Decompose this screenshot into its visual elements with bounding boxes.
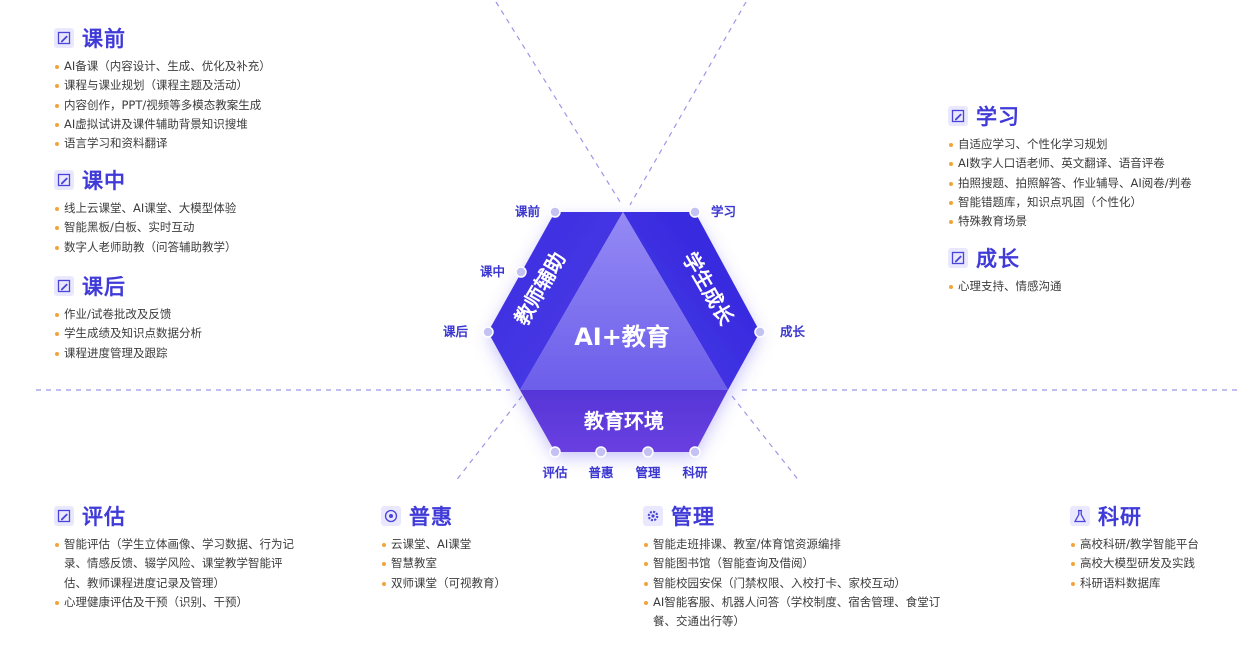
section-kq: 课前 AI备课（内容设计、生成、优化及补充） 课程与课业规划（课程主题及活动） … <box>54 25 271 153</box>
node-label-ky: 科研 <box>682 465 708 480</box>
list-item: 云课堂、AI课堂 <box>381 535 506 554</box>
list-item: 智能评估（学生立体画像、学习数据、行为记录、情感反馈、辍学风险、课堂教学智能评估… <box>54 535 304 593</box>
section-list: 自适应学习、个性化学习规划 AI数字人口语老师、英文翻译、语音评卷 拍照搜题、拍… <box>948 135 1192 231</box>
note-edit-icon <box>948 106 968 126</box>
center-triangle <box>520 212 728 390</box>
node-label-kz: 课中 <box>480 264 505 279</box>
list-item: 语言学习和资料翻译 <box>54 134 271 153</box>
node-label-kh: 课后 <box>443 324 469 339</box>
node-label-pg: 评估 <box>542 465 568 480</box>
note-edit-icon <box>54 506 74 526</box>
list-item: 高校大模型研发及实践 <box>1070 554 1199 573</box>
section-list: 高校科研/教学智能平台 高校大模型研发及实践 科研语料数据库 <box>1070 535 1199 593</box>
list-item: 学生成绩及知识点数据分析 <box>54 324 202 343</box>
node-dot-kq <box>549 206 561 218</box>
node-label-kq: 课前 <box>515 204 541 219</box>
list-item: 智能图书馆（智能查询及借阅） <box>643 554 953 573</box>
target-icon <box>381 506 401 526</box>
section-title: 评估 <box>82 505 126 529</box>
list-item: 智能黑板/白板、实时互动 <box>54 218 237 237</box>
section-title: 普惠 <box>409 505 453 529</box>
list-item: 数字人老师助教（问答辅助教学） <box>54 238 237 257</box>
section-title: 管理 <box>671 505 715 529</box>
note-edit-icon <box>54 276 74 296</box>
section-pg: 评估 智能评估（学生立体画像、学习数据、行为记录、情感反馈、辍学风险、课堂教学智… <box>54 503 304 612</box>
guide-top-left <box>495 1 623 206</box>
dashed-guides <box>36 1 1240 483</box>
list-item: AI数字人口语老师、英文翻译、语音评卷 <box>948 154 1192 173</box>
gear-icon <box>643 506 663 526</box>
note-edit-icon <box>54 170 74 190</box>
section-xx: 学习 自适应学习、个性化学习规划 AI数字人口语老师、英文翻译、语音评卷 拍照搜… <box>948 103 1192 231</box>
section-ph: 普惠 云课堂、AI课堂 智慧教室 双师课堂（可视教育） <box>381 503 506 593</box>
list-item: 双师课堂（可视教育） <box>381 574 506 593</box>
section-kh: 课后 作业/试卷批改及反馈 学生成绩及知识点数据分析 课程进度管理及跟踪 <box>54 273 202 363</box>
node-label-gl: 管理 <box>635 465 661 480</box>
list-item: 智能错题库，知识点巩固（个性化） <box>948 193 1192 212</box>
section-title: 成长 <box>976 247 1020 271</box>
section-kz: 课中 线上云课堂、AI课堂、大模型体验 智能黑板/白板、实时互动 数字人老师助教… <box>54 167 237 257</box>
bottom-panel-label: 教育环境 <box>584 409 664 433</box>
section-list: 智能走班排课、教室/体育馆资源编排 智能图书馆（智能查询及借阅） 智能校园安保（… <box>643 535 953 631</box>
node-dot-cz <box>754 326 766 338</box>
list-item: 科研语料数据库 <box>1070 574 1199 593</box>
list-item: 心理支持、情感沟通 <box>948 277 1062 296</box>
section-title: 学习 <box>976 105 1020 129</box>
section-title: 课前 <box>82 27 126 51</box>
node-dot-kh <box>482 326 494 338</box>
hexagon <box>488 212 760 452</box>
node-label-cz: 成长 <box>780 324 806 339</box>
list-item: 课程与课业规划（课程主题及活动） <box>54 76 271 95</box>
list-item: 心理健康评估及干预（识别、干预） <box>54 593 304 612</box>
section-list: AI备课（内容设计、生成、优化及补充） 课程与课业规划（课程主题及活动） 内容创… <box>54 57 271 153</box>
list-item: 作业/试卷批改及反馈 <box>54 305 202 324</box>
list-item: 自适应学习、个性化学习规划 <box>948 135 1192 154</box>
section-title: 课后 <box>82 275 126 299</box>
section-cz: 成长 心理支持、情感沟通 <box>948 245 1062 296</box>
node-dot-kz <box>515 266 527 278</box>
section-list: 智能评估（学生立体画像、学习数据、行为记录、情感反馈、辍学风险、课堂教学智能评估… <box>54 535 304 612</box>
node-label-ph: 普惠 <box>588 465 614 480</box>
list-item: 智慧教室 <box>381 554 506 573</box>
center-title: AI+教育 <box>574 323 670 351</box>
bottom-panel <box>520 390 728 452</box>
section-gl: 管理 智能走班排课、教室/体育馆资源编排 智能图书馆（智能查询及借阅） 智能校园… <box>643 503 953 631</box>
flask-icon <box>1070 506 1090 526</box>
right-panel <box>623 212 760 390</box>
list-item: 内容创作，PPT/视频等多模态教案生成 <box>54 96 271 115</box>
node-label-xx: 学习 <box>711 204 736 219</box>
section-list: 心理支持、情感沟通 <box>948 277 1062 296</box>
list-item: 课程进度管理及跟踪 <box>54 344 202 363</box>
node-dot-ph <box>595 446 607 458</box>
left-panel <box>488 212 623 390</box>
list-item: 智能走班排课、教室/体育馆资源编排 <box>643 535 953 554</box>
node-dot-pg <box>549 446 561 458</box>
guide-top-right <box>629 1 747 206</box>
node-dot-gl <box>642 446 654 458</box>
guide-bottom-right <box>731 395 801 483</box>
list-item: 智能校园安保（门禁权限、入校打卡、家校互动） <box>643 574 953 593</box>
list-item: 高校科研/教学智能平台 <box>1070 535 1199 554</box>
section-title: 科研 <box>1098 505 1142 529</box>
list-item: 线上云课堂、AI课堂、大模型体验 <box>54 199 237 218</box>
list-item: AI备课（内容设计、生成、优化及补充） <box>54 57 271 76</box>
list-item: AI智能客服、机器人问答（学校制度、宿舍管理、食堂订餐、交通出行等） <box>643 593 953 632</box>
section-list: 云课堂、AI课堂 智慧教室 双师课堂（可视教育） <box>381 535 506 593</box>
list-item: 特殊教育场景 <box>948 212 1192 231</box>
list-item: 拍照搜题、拍照解答、作业辅导、AI阅卷/判卷 <box>948 174 1192 193</box>
node-dots <box>482 206 766 458</box>
guide-bottom-left <box>454 395 523 483</box>
note-edit-icon <box>54 28 74 48</box>
section-list: 作业/试卷批改及反馈 学生成绩及知识点数据分析 课程进度管理及跟踪 <box>54 305 202 363</box>
node-dot-ky <box>689 446 701 458</box>
node-dot-xx <box>689 206 701 218</box>
section-ky: 科研 高校科研/教学智能平台 高校大模型研发及实践 科研语料数据库 <box>1070 503 1199 593</box>
section-title: 课中 <box>82 169 126 193</box>
section-list: 线上云课堂、AI课堂、大模型体验 智能黑板/白板、实时互动 数字人老师助教（问答… <box>54 199 237 257</box>
list-item: AI虚拟试讲及课件辅助背景知识搜堆 <box>54 115 271 134</box>
note-edit-icon <box>948 248 968 268</box>
